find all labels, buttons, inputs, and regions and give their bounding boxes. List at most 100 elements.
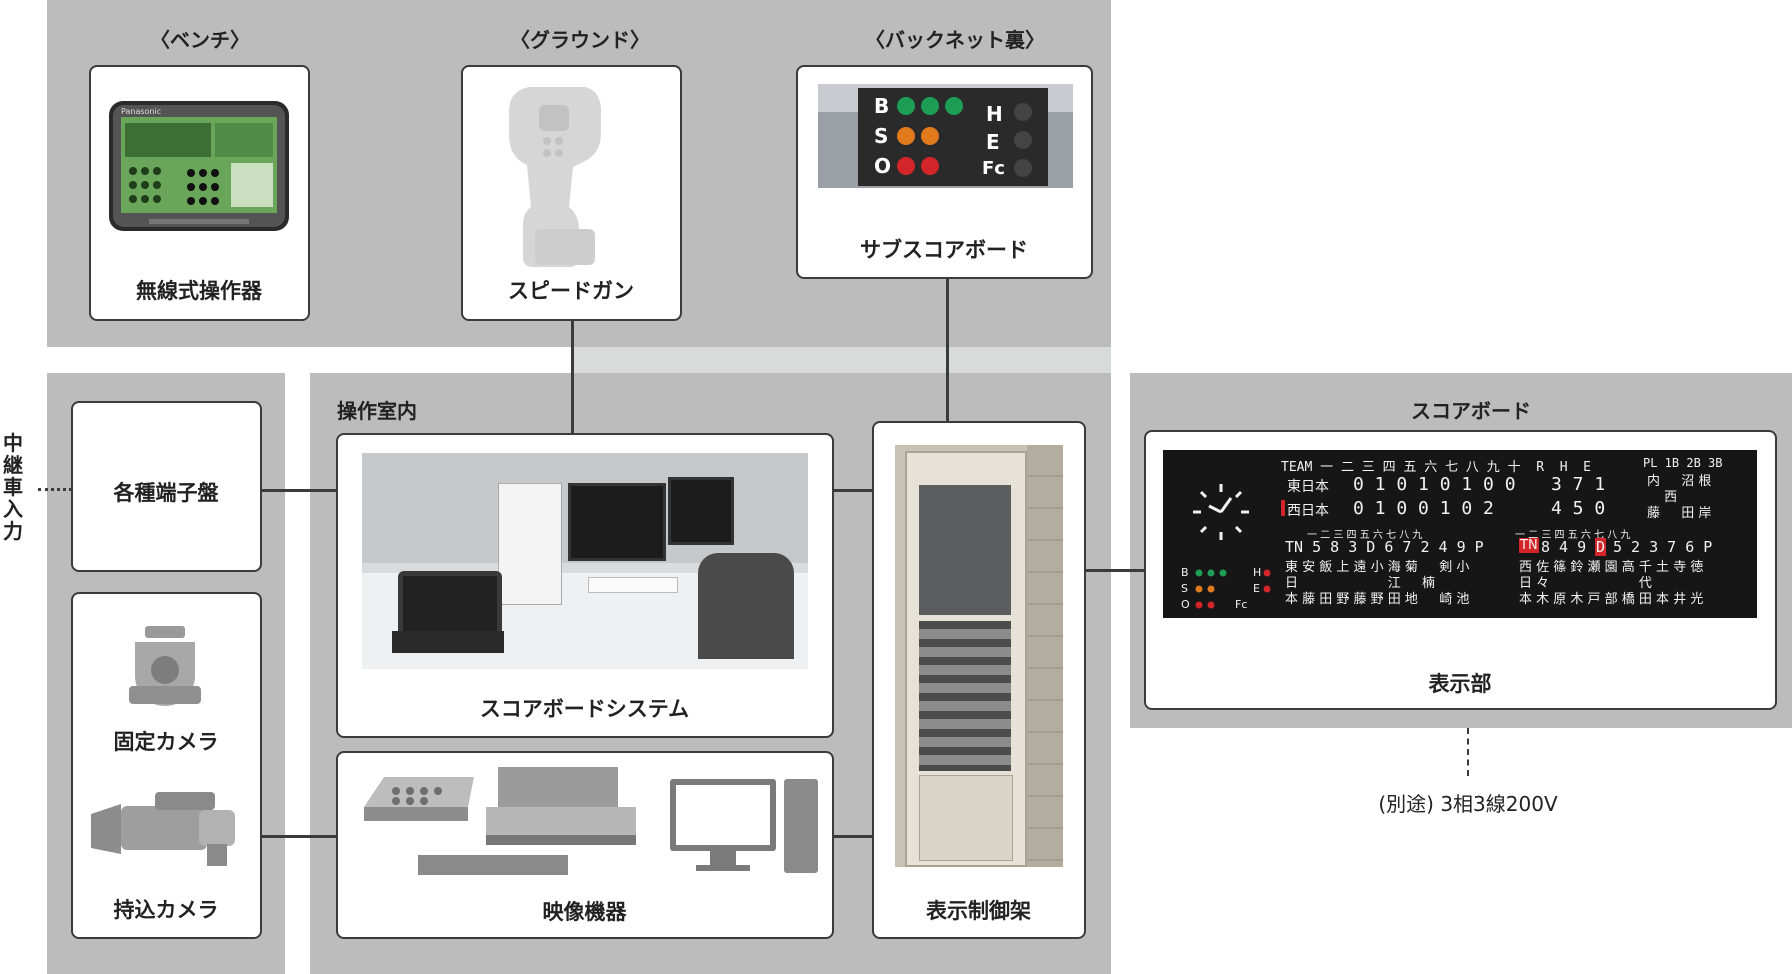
video-equipment-card: 映像機器 [336, 751, 834, 939]
clock-icon [1193, 484, 1249, 540]
control-room-title: 操作室内 [337, 399, 417, 423]
system-to-rack-line [833, 489, 873, 492]
team1-innings: 0 1 0 1 0 1 0 0 [1353, 474, 1516, 495]
score-header: TEAM 一 二 三 四 五 六 七 八 九 十 R H E [1281, 460, 1592, 475]
lineup-right-row3: 日 々 代 [1519, 576, 1652, 591]
tablet-icon [109, 101, 289, 231]
umpires-header: PL 1B 2B 3B [1643, 456, 1723, 470]
keyboard [588, 577, 678, 593]
team2-at-bat-marker [1281, 500, 1285, 516]
tablet-brand: Panasonic [121, 107, 162, 116]
sub-scoreboard-label: サブスコアボード [860, 238, 1028, 262]
lineup-right-row1b: 5 2 3 7 6 P [1613, 538, 1713, 556]
team1-name: 東日本 [1287, 479, 1329, 495]
display-label: 表示部 [1428, 672, 1492, 696]
rack-photo [895, 445, 1063, 867]
video-equipment-icons [364, 767, 818, 875]
team1-rhe: 3 7 1 [1551, 474, 1606, 495]
power-label: (別途) 3相3線200V [1378, 792, 1558, 816]
camera-to-video-line [261, 835, 338, 838]
relay-label: 中 継 車 入 力 [2, 432, 24, 542]
video-to-rack-line [833, 835, 873, 838]
monitor-2 [668, 477, 734, 545]
lineup-right-d: D [1595, 538, 1607, 556]
sub-board-letter-e: E [986, 130, 1000, 154]
lineup-left-row2: 東 安 飯 上 遠 小 海 菊 剣 小 [1285, 560, 1470, 575]
subscoreboard-to-rack-line [946, 276, 949, 422]
speed-gun-icon [509, 87, 601, 267]
scoreboard-title: スコアボード [1411, 399, 1531, 423]
sub-scoreboard-card: B S O H E Fc サブスコアボード [796, 65, 1093, 279]
sub-board-letter-s: S [874, 124, 889, 148]
terminal-board-label: 各種端子盤 [113, 481, 219, 505]
speedgun-to-system-line [571, 318, 574, 435]
rack-units [919, 621, 1011, 771]
lineup-right-row4: 本 木 原 木 戸 部 橋 田 本 井 光 [1519, 592, 1704, 607]
lineup-left-row3: 日 江 楠 [1285, 576, 1436, 591]
hefc-label-e: E [1253, 582, 1260, 595]
umpires-row2: 西 [1647, 490, 1712, 505]
camera-card: 固定カメラ 持込カメラ [71, 592, 262, 939]
lineup-left-row4: 本 藤 田 野 藤 野 田 地 崎 池 [1285, 592, 1470, 607]
relay-char-5: 力 [3, 519, 23, 543]
umpires-row1: 内 沼 根 [1647, 474, 1712, 489]
scoreboard-system-label: スコアボードシステム [479, 697, 690, 721]
video-equipment-label: 映像機器 [542, 900, 627, 924]
rack-lower-panel [919, 775, 1013, 861]
relay-char-1: 中 [3, 431, 23, 455]
ground-title: 〈グラウンド〉 [510, 28, 650, 52]
chair [698, 553, 794, 659]
lineup-right-row1a: 8 4 9 [1541, 538, 1587, 556]
bso-label-s: S [1181, 582, 1188, 595]
fixed-camera-label: 固定カメラ [113, 730, 219, 754]
control-rack-card: 表示制御架 [872, 421, 1086, 939]
sub-board-letter-h: H [986, 102, 1003, 126]
relay-char-4: 入 [3, 497, 23, 521]
sub-board-letter-o: O [874, 154, 892, 178]
bso-lamps [1195, 569, 1271, 609]
bench-title: 〈ベンチ〉 [150, 28, 250, 52]
hefc-label-h: H [1253, 566, 1262, 579]
sub-board-letter-fc: Fc [982, 158, 1005, 179]
fixed-camera-icon [129, 626, 201, 706]
bso-label-b: B [1181, 566, 1189, 579]
system-photo [362, 453, 808, 669]
sub-scoreboard-photo: B S O H E Fc [818, 84, 1073, 188]
bso-label-o: O [1181, 598, 1190, 611]
carry-camera-icon [91, 792, 235, 866]
team2-rhe: 4 5 0 [1551, 498, 1606, 519]
connector-band [573, 347, 1111, 373]
sub-board-letter-b: B [874, 94, 890, 118]
umpires-row3: 藤 田 岸 [1647, 506, 1712, 521]
scoreboard-system-card: スコアボードシステム [336, 433, 834, 738]
terminal-to-system-line [261, 489, 338, 492]
team2-innings: 0 1 0 0 1 0 2 [1353, 498, 1494, 519]
speed-gun-label: スピードガン [508, 279, 634, 303]
control-rack-label: 表示制御架 [926, 899, 1031, 923]
wireless-controller-card: Panasonic 無線式操作器 [89, 65, 310, 321]
lineup-right-row2: 西 佐 篠 鈴 瀬 園 高 千 土 寺 徳 [1519, 560, 1704, 575]
terminal-board-card: 各種端子盤 [71, 401, 262, 572]
lineup-right-innings: 一 二 三 四 五 六 七 八 九 [1515, 530, 1631, 541]
carry-camera-label: 持込カメラ [113, 898, 219, 922]
wireless-controller-label: 無線式操作器 [136, 279, 262, 303]
team2-name: 西日本 [1287, 503, 1329, 519]
display-card: B S O H E Fc TEAM 一 二 三 四 五 六 七 八 九 十 R … [1144, 430, 1777, 710]
relay-char-3: 車 [3, 475, 23, 499]
speed-gun-card: スピードガン [461, 65, 682, 321]
tablet-dock [392, 631, 504, 653]
display-screen: B S O H E Fc TEAM 一 二 三 四 五 六 七 八 九 十 R … [1163, 450, 1757, 618]
hefc-label-fc: Fc [1235, 598, 1248, 611]
rack-to-display-line [1086, 569, 1144, 572]
relay-dashed-line [38, 488, 72, 491]
power-dashed-line [1467, 728, 1469, 776]
pc-tower [498, 483, 562, 605]
sub-board-lamps [897, 97, 1032, 177]
relay-char-2: 継 [3, 453, 23, 477]
monitor-1 [568, 483, 666, 561]
backnet-title: 〈バックネット裏〉 [865, 28, 1045, 52]
rack-side-wall [1027, 445, 1063, 867]
lineup-left-row1: TN 5 8 3 D 6 7 2 4 9 P [1285, 538, 1484, 556]
lineup-right-tn: TN [1519, 538, 1539, 553]
rack-door-glass [919, 485, 1011, 615]
